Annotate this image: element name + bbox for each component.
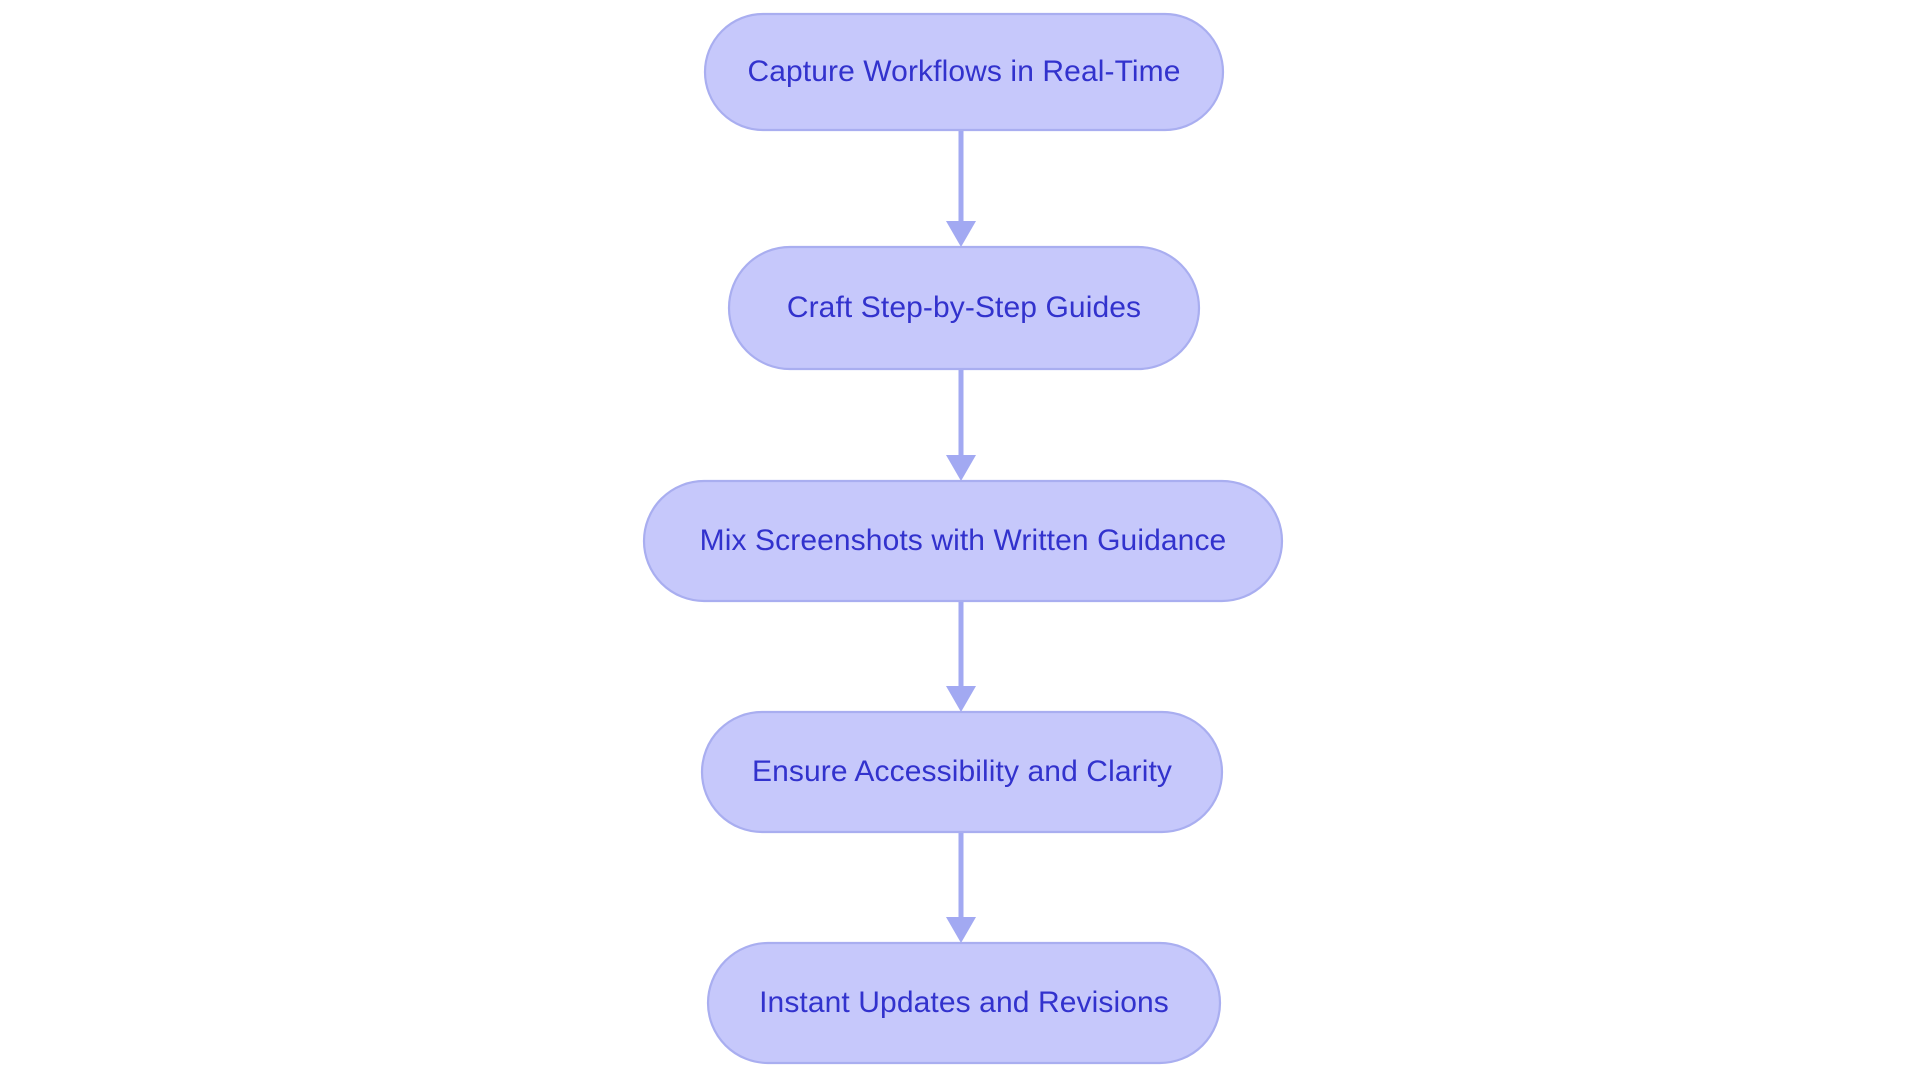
flow-edge <box>946 832 976 943</box>
flow-edge <box>946 130 976 247</box>
flow-node[interactable]: Capture Workflows in Real-Time <box>703 12 1225 132</box>
edges-layer <box>946 130 976 943</box>
flow-node[interactable]: Mix Screenshots with Written Guidance <box>642 479 1284 603</box>
node-label: Instant Updates and Revisions <box>759 986 1169 1019</box>
flow-edge <box>946 601 976 712</box>
arrowhead-icon <box>946 455 976 481</box>
arrowhead-icon <box>946 917 976 943</box>
node-label: Capture Workflows in Real-Time <box>747 55 1180 88</box>
arrowhead-icon <box>946 221 976 247</box>
node-label: Craft Step-by-Step Guides <box>787 291 1141 324</box>
node-label: Ensure Accessibility and Clarity <box>752 755 1172 788</box>
node-label: Mix Screenshots with Written Guidance <box>700 524 1227 557</box>
flow-node[interactable]: Craft Step-by-Step Guides <box>727 245 1201 371</box>
arrowhead-icon <box>946 686 976 712</box>
node-shape[interactable] <box>642 479 1284 603</box>
node-shape[interactable] <box>700 710 1224 834</box>
node-shape[interactable] <box>703 12 1225 132</box>
flow-node[interactable]: Ensure Accessibility and Clarity <box>700 710 1224 834</box>
node-shape[interactable] <box>727 245 1201 371</box>
node-shape[interactable] <box>706 941 1222 1065</box>
flow-node[interactable]: Instant Updates and Revisions <box>706 941 1222 1065</box>
flow-edge <box>946 369 976 481</box>
